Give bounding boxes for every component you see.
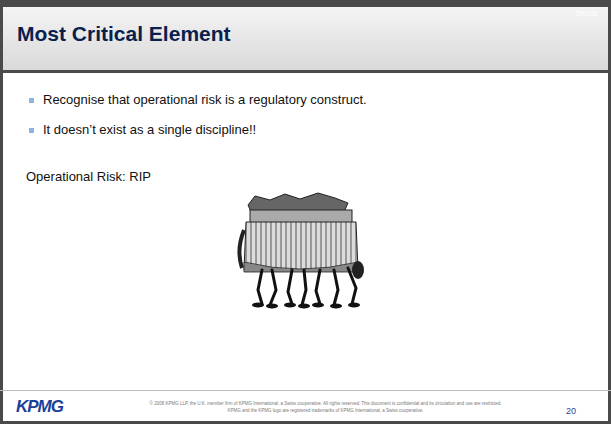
- copyright-text: © 2008 KPMG LLP, the U.K. member firm of…: [0, 401, 611, 406]
- slide-code: DF026: [576, 10, 597, 17]
- caption-text: Operational Risk: RIP: [26, 169, 151, 184]
- pallbearers-illustration: [239, 193, 364, 309]
- trademark-text: KPMG and the KPMG logo are registered tr…: [0, 408, 611, 413]
- page-number: 20: [566, 406, 576, 416]
- bullet-text: It doesn’t exist as a single discipline!…: [43, 122, 256, 137]
- bullet-text: Recognise that operational risk is a reg…: [43, 92, 367, 107]
- bullet-dot: [29, 98, 34, 103]
- company-logo: KPMG: [16, 397, 63, 417]
- bullet-dot: [29, 128, 34, 133]
- slide-title: Most Critical Element: [17, 22, 231, 46]
